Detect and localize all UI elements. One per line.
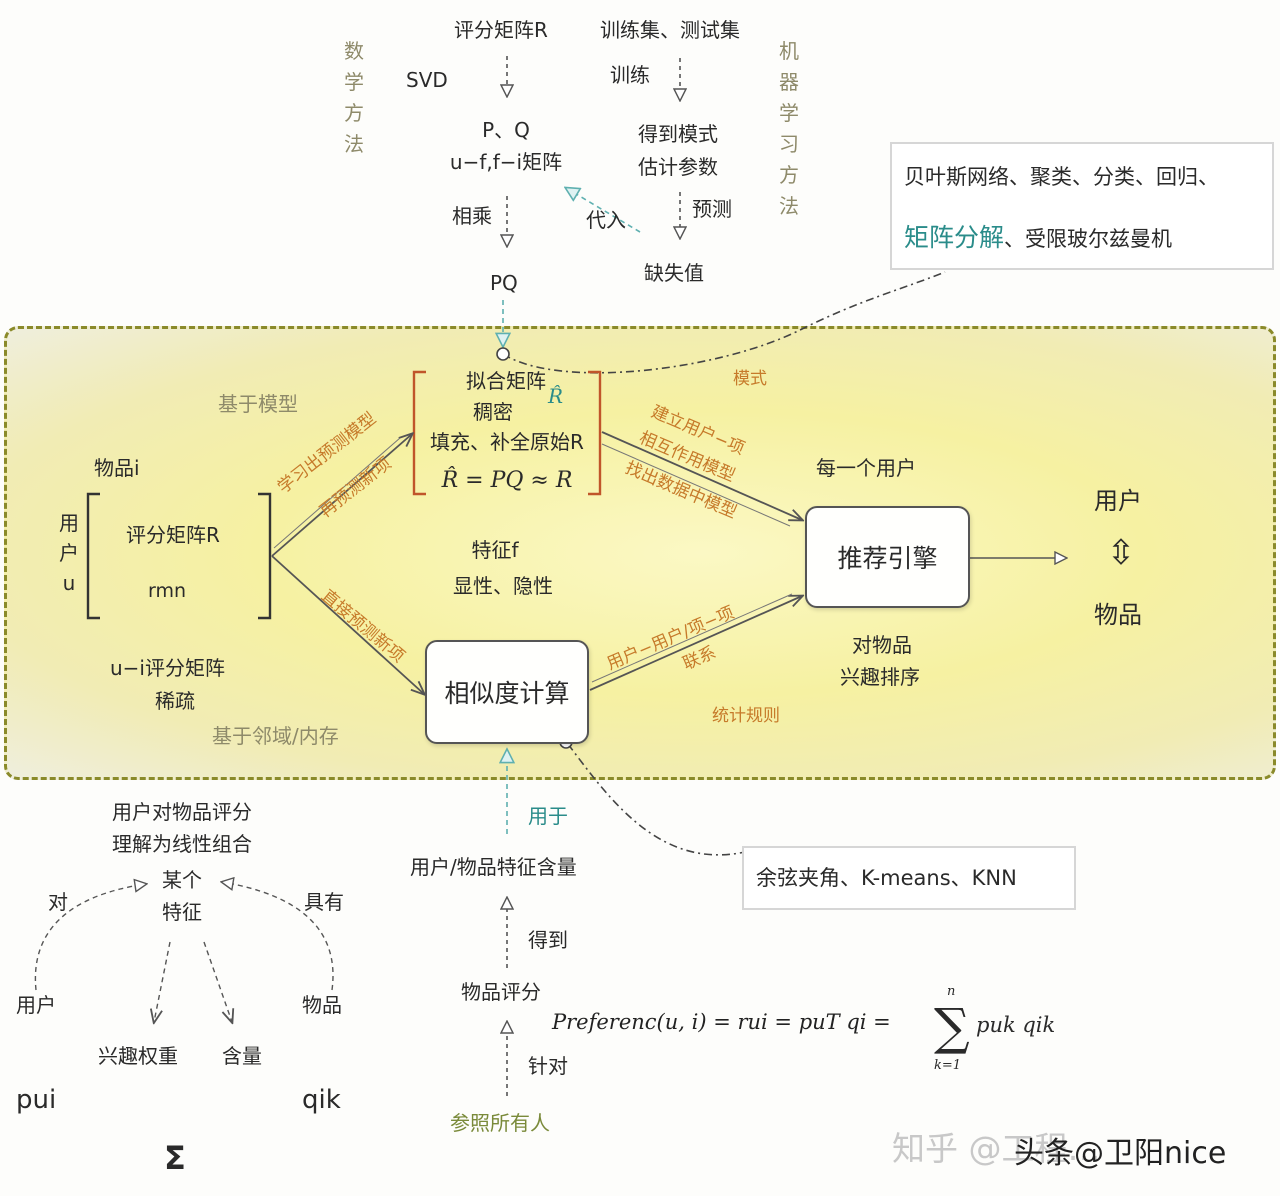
sigma-symbol: Σ: [164, 1139, 186, 1177]
sum-upper-limit: n: [947, 984, 956, 999]
pq-matrices-line2: u−f,f−i矩阵: [449, 150, 563, 174]
callout-sim: [567, 743, 746, 856]
sum-lower-limit: k=1: [934, 1058, 962, 1073]
ml-note-line2-rest: 、受限玻尔兹曼机: [1004, 226, 1173, 251]
neighborhood-label: 基于邻域/内存: [212, 724, 339, 748]
ml-method-label: 机器学习方法: [779, 39, 799, 218]
mode-label: 模式: [733, 369, 767, 389]
matrix-r-right-bracket: [258, 492, 272, 620]
svd-label: SVD: [406, 68, 448, 92]
each-user-label: 每一个用户: [816, 456, 916, 480]
fit-line1: 拟合矩阵: [466, 369, 546, 393]
refer-all-label: 参照所有人: [450, 1111, 550, 1135]
arrow-sim-to-engine-2: [591, 593, 793, 683]
p-ui-symbol: pui: [16, 1085, 57, 1115]
content-label: 含量: [222, 1044, 262, 1068]
q-ik-symbol: qik: [302, 1085, 341, 1115]
train-label: 训练: [610, 63, 650, 87]
matrix-r-left-bracket: [86, 492, 100, 620]
top-train-test: 训练集、测试集: [600, 18, 740, 42]
substitute-label: 代入: [586, 208, 626, 232]
missing-values: 缺失值: [644, 261, 704, 285]
fit-formula: R̂ = PQ ≈ R: [441, 468, 573, 493]
item-rating-label: 物品评分: [461, 980, 541, 1004]
similarity-methods-note: 余弦夹角、K-means、KNN: [742, 846, 1076, 910]
arrow-r-to-sim: [271, 555, 424, 694]
bottom-user-label: 用户: [16, 993, 56, 1017]
predict-label: 预测: [692, 197, 732, 221]
stats-label: 统计规则: [712, 706, 780, 726]
output-item: 物品: [1094, 601, 1142, 629]
arrow-r-to-fit-2: [273, 437, 401, 549]
arrow-fit-to-engine: [601, 431, 802, 520]
math-method-label: 数学方法: [344, 39, 364, 156]
obtain-label: 得到: [528, 928, 568, 952]
item-i-label: 物品i: [94, 456, 140, 480]
formula-main: Preferenc(u, i) = rui = puT qi =: [552, 1010, 891, 1034]
similarity-box: 相似度计算: [425, 640, 589, 744]
arrow-fit-to-engine-2: [601, 443, 791, 527]
linear-line2: 理解为线性组合: [112, 832, 252, 856]
ui-matrix-line1: u−i评分矩阵: [110, 656, 225, 680]
callout-ml: [502, 271, 946, 374]
fit-right-bracket: [588, 370, 602, 496]
r-mn: rmn: [148, 580, 187, 602]
arrow-r-to-fit: [271, 434, 412, 557]
preference-formula: Preferenc(u, i) = rui = puT qi =: [552, 1010, 891, 1034]
to-label: 对: [48, 890, 68, 914]
ui-matrix-line2: 稀疏: [155, 689, 195, 713]
rating-matrix-r: 评分矩阵R: [126, 523, 220, 547]
arrow-feature-to-content: [203, 941, 232, 1022]
model-line2: 估计参数: [638, 155, 718, 179]
bidirectional-arrow-icon: ⇳: [1106, 533, 1136, 573]
fit-r-hat: R̂: [548, 384, 564, 408]
linear-line1: 用户对物品评分: [112, 800, 252, 824]
model-line1: 得到模式: [638, 122, 718, 146]
feature-line2: 显性、隐性: [453, 574, 553, 598]
ml-note-line2: 矩阵分解、受限玻尔兹曼机: [904, 205, 1260, 270]
feature-content-label: 用户/物品特征含量: [410, 855, 577, 879]
watermark-faint: 知乎 @工程…: [892, 1129, 1101, 1168]
ml-note-line1: 贝叶斯网络、聚类、分类、回归、: [904, 165, 1219, 189]
for-label: 针对: [528, 1054, 568, 1078]
callout-ml-anchor: [496, 347, 510, 361]
rank-line1: 对物品: [852, 633, 912, 657]
sum-term: puk qik: [976, 1013, 1056, 1037]
bottom-item-label: 物品: [302, 993, 342, 1017]
recommendation-engine-box: 推荐引擎: [805, 506, 970, 608]
ml-methods-note: 贝叶斯网络、聚类、分类、回归、 矩阵分解、受限玻尔兹曼机: [890, 142, 1274, 270]
arrow-user-to-feature: [34, 884, 146, 991]
feature-line1: 特征f: [471, 538, 519, 562]
top-rating-matrix: 评分矩阵R: [454, 18, 548, 42]
user-u-label: 用户u: [59, 511, 79, 595]
multiply-label: 相乘: [452, 204, 492, 228]
arrow-item-to-feature: [222, 882, 334, 991]
watermark-main: 头条@卫阳nice: [1014, 1136, 1227, 1171]
fit-line2: 稠密: [473, 400, 513, 424]
summation-sign: ∑: [934, 998, 970, 1056]
some-feature-line2: 特征: [162, 900, 202, 924]
rank-line2: 兴趣排序: [840, 665, 920, 689]
has-label: 具有: [304, 890, 344, 914]
arrow-sim-to-engine: [589, 596, 802, 691]
used-for-label: 用于: [528, 804, 568, 828]
model-based-label: 基于模型: [218, 392, 298, 416]
fit-line3: 填充、补全原始R: [430, 430, 584, 454]
output-user: 用户: [1094, 487, 1142, 515]
pq-matrices-line1: P、Q: [482, 118, 530, 142]
some-feature-line1: 某个: [162, 868, 202, 892]
interest-weight-label: 兴趣权重: [98, 1044, 178, 1068]
ml-note-highlight: 矩阵分解: [904, 222, 1005, 252]
pq-product: PQ: [490, 271, 518, 295]
arrow-feature-to-weight: [154, 941, 171, 1022]
